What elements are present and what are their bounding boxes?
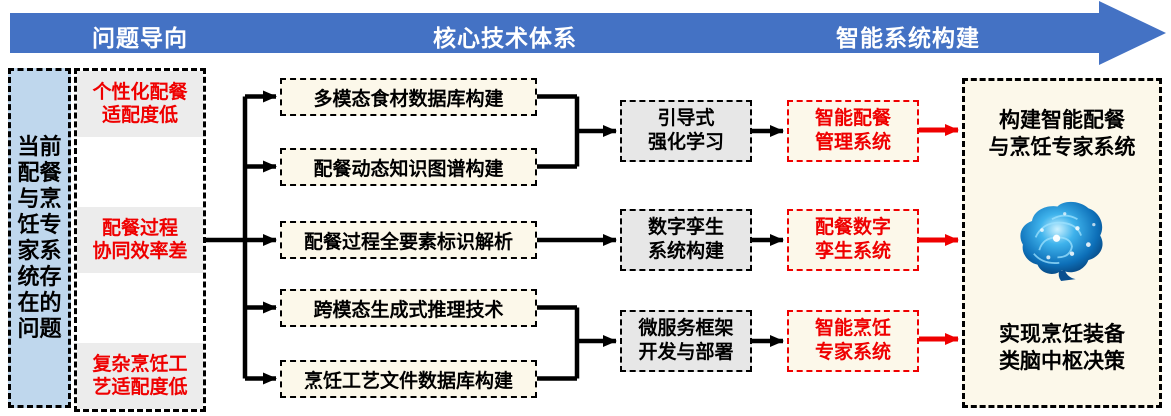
goal-box: 构建智能配餐 与烹饪专家系统 <box>962 78 1162 408</box>
tech-box-cooking-file-db: 烹饪工艺文件数据库构建 <box>280 360 537 398</box>
tech-box-multimodal-food-db: 多模态食材数据库构建 <box>280 78 537 116</box>
method-box-reinforcement-learning: 引导式 强化学习 <box>620 100 752 162</box>
system-box-cooking-expert: 智能烹饪 专家系统 <box>787 310 919 372</box>
banner-arrow-head-icon <box>1099 1 1166 65</box>
problem-item-coordination: 配餐过程 协同效率差 <box>77 207 203 273</box>
banner-arrow-body <box>10 13 1099 53</box>
problem-source-box: 当前 配餐 与烹 饪专 家系 统存 在的 问题 <box>8 68 71 408</box>
banner-label-problem: 问题导向 <box>92 25 188 51</box>
method-box-digital-twin: 数字孪生 系统构建 <box>620 209 752 271</box>
problem-list-box: 个性化配餐 适配度低 配餐过程 协同效率差 复杂烹饪工 艺适配度低 <box>74 68 206 412</box>
tech-box-crossmodal-reasoning: 跨模态生成式推理技术 <box>280 289 537 327</box>
problem-item-personalization: 个性化配餐 适配度低 <box>77 71 203 137</box>
tech-box-knowledge-graph: 配餐动态知识图谱构建 <box>280 148 537 186</box>
method-box-microservice: 微服务框架 开发与部署 <box>620 310 752 372</box>
system-box-digital-twin: 配餐数字 孪生系统 <box>787 209 919 271</box>
problem-item-cooking-process: 复杂烹饪工 艺适配度低 <box>77 343 203 409</box>
banner-label-core-tech: 核心技术体系 <box>433 25 577 51</box>
banner-label-system: 智能系统构建 <box>836 25 980 51</box>
brain-image <box>1020 201 1103 281</box>
system-box-meal-management: 智能配餐 管理系统 <box>787 100 919 162</box>
tech-box-identifier-parsing: 配餐过程全要素标识解析 <box>280 221 537 259</box>
goal-title: 构建智能配餐 与烹饪专家系统 <box>988 109 1136 159</box>
goal-result: 实现烹饪装备 类脑中枢决策 <box>999 323 1125 373</box>
